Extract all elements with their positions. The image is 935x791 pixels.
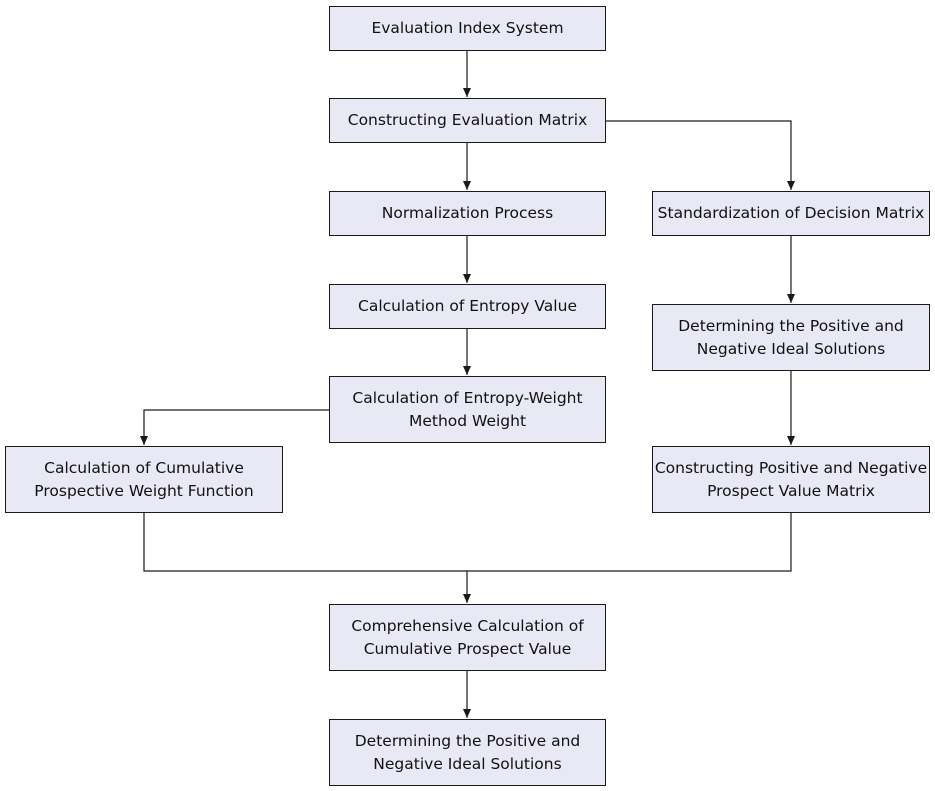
arrow-matrix-to-standardization — [606, 120, 795, 190]
node-cumulative-weight-function: Calculation of Cumulative Prospective We… — [5, 446, 283, 513]
node-label-line1: Calculation of Cumulative — [44, 458, 244, 477]
arrow-weight-to-cumulative-weight — [140, 409, 329, 445]
node-ideal-solutions-right: Determining the Positive and Negative Id… — [652, 304, 930, 371]
node-label-line1: Constructing Positive and Negative — [654, 458, 928, 477]
node-label-line2: Prospect Value Matrix — [707, 481, 875, 500]
node-label: Calculation of Entropy Value — [358, 297, 577, 315]
node-label-line2: Cumulative Prospect Value — [363, 639, 572, 658]
node-constructing-evaluation-matrix: Constructing Evaluation Matrix — [329, 98, 606, 143]
node-entropy-weight-method: Calculation of Entropy-Weight Method Wei… — [329, 376, 606, 443]
node-standardization-decision-matrix: Standardization of Decision Matrix — [652, 191, 930, 236]
node-label: Constructing Evaluation Matrix — [347, 111, 588, 129]
node-label-line1: Determining the Positive and — [678, 316, 904, 335]
node-comprehensive-calculation: Comprehensive Calculation of Cumulative … — [329, 604, 606, 671]
node-label: Normalization Process — [381, 204, 554, 222]
node-calculation-entropy-value: Calculation of Entropy Value — [329, 284, 606, 329]
node-label-line2: Method Weight — [408, 411, 527, 430]
node-ideal-solutions-bottom: Determining the Positive and Negative Id… — [329, 719, 606, 786]
node-evaluation-index-system: Evaluation Index System — [329, 6, 606, 51]
node-label-line2: Negative Ideal Solutions — [373, 754, 562, 773]
node-label-line1: Calculation of Entropy-Weight — [352, 388, 583, 407]
merge-line — [143, 513, 792, 572]
node-prospect-value-matrix: Constructing Positive and Negative Prosp… — [652, 446, 930, 513]
node-label-line2: Negative Ideal Solutions — [696, 339, 886, 358]
node-label: Evaluation Index System — [371, 19, 564, 37]
node-normalization-process: Normalization Process — [329, 191, 606, 236]
node-label-line1: Determining the Positive and — [354, 731, 581, 750]
node-label: Standardization of Decision Matrix — [657, 204, 925, 222]
node-label-line1: Comprehensive Calculation of — [351, 616, 584, 635]
node-label-line2: Prospective Weight Function — [34, 481, 254, 500]
